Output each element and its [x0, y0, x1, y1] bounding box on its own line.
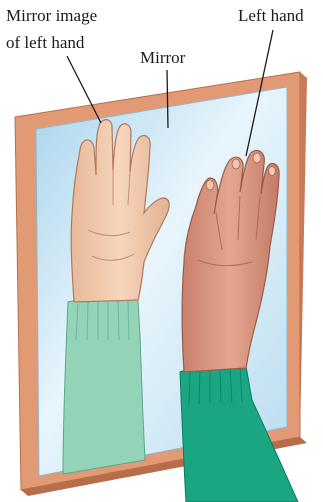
mirror-image-label-line1: Mirror image [6, 6, 97, 25]
fingernail-ring [253, 153, 261, 163]
fingernail-pinky [269, 167, 276, 176]
fingernail-middle [232, 159, 240, 169]
mirror-label: Mirror [140, 48, 185, 67]
left-hand-label: Left hand [238, 6, 304, 25]
fingernail-index [206, 180, 214, 190]
mirror-image-label-line2: of left hand [6, 33, 84, 52]
reflected-sleeve [63, 298, 145, 474]
